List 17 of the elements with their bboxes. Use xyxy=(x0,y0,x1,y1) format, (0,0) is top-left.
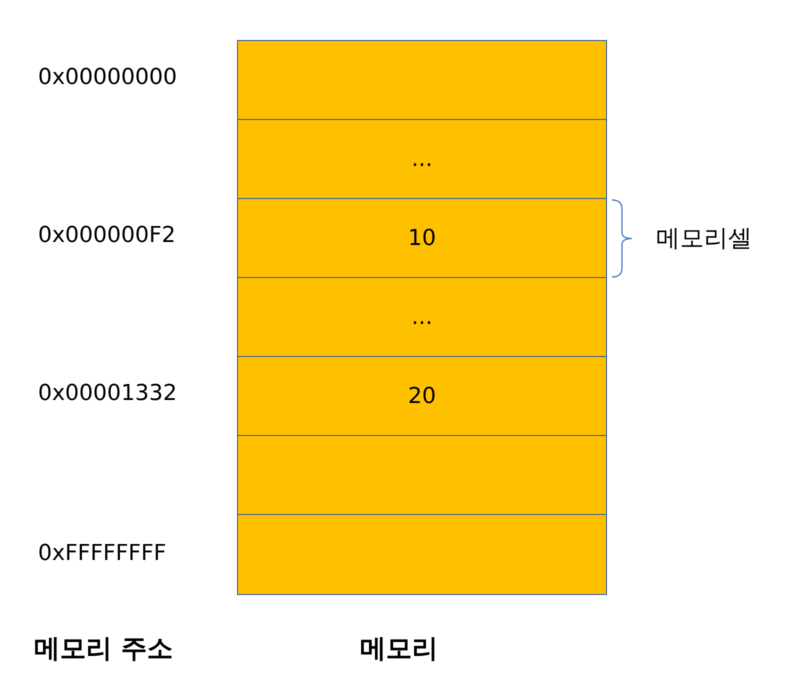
cell-value: 20 xyxy=(408,382,436,410)
cell-value: 10 xyxy=(408,224,436,252)
memory-cell xyxy=(238,515,606,594)
axis-caption: 메모리 주소 xyxy=(34,633,174,666)
address-label: 0x00001332 xyxy=(38,382,177,404)
address-label: 0x00000000 xyxy=(38,66,177,88)
memory-heading: 메모리 xyxy=(360,633,438,666)
address-label: 0x000000F2 xyxy=(38,224,176,246)
address-label: 0xFFFFFFFF xyxy=(38,542,166,564)
memory-cell xyxy=(238,278,606,357)
memory-cell xyxy=(238,41,606,120)
memory-cell xyxy=(238,357,606,436)
cell-caption: 메모리셀 xyxy=(656,223,752,254)
memory-cell xyxy=(238,436,606,515)
memory-cell xyxy=(238,120,606,199)
cell-value: ... xyxy=(412,146,432,174)
cell-value: ... xyxy=(412,304,432,332)
